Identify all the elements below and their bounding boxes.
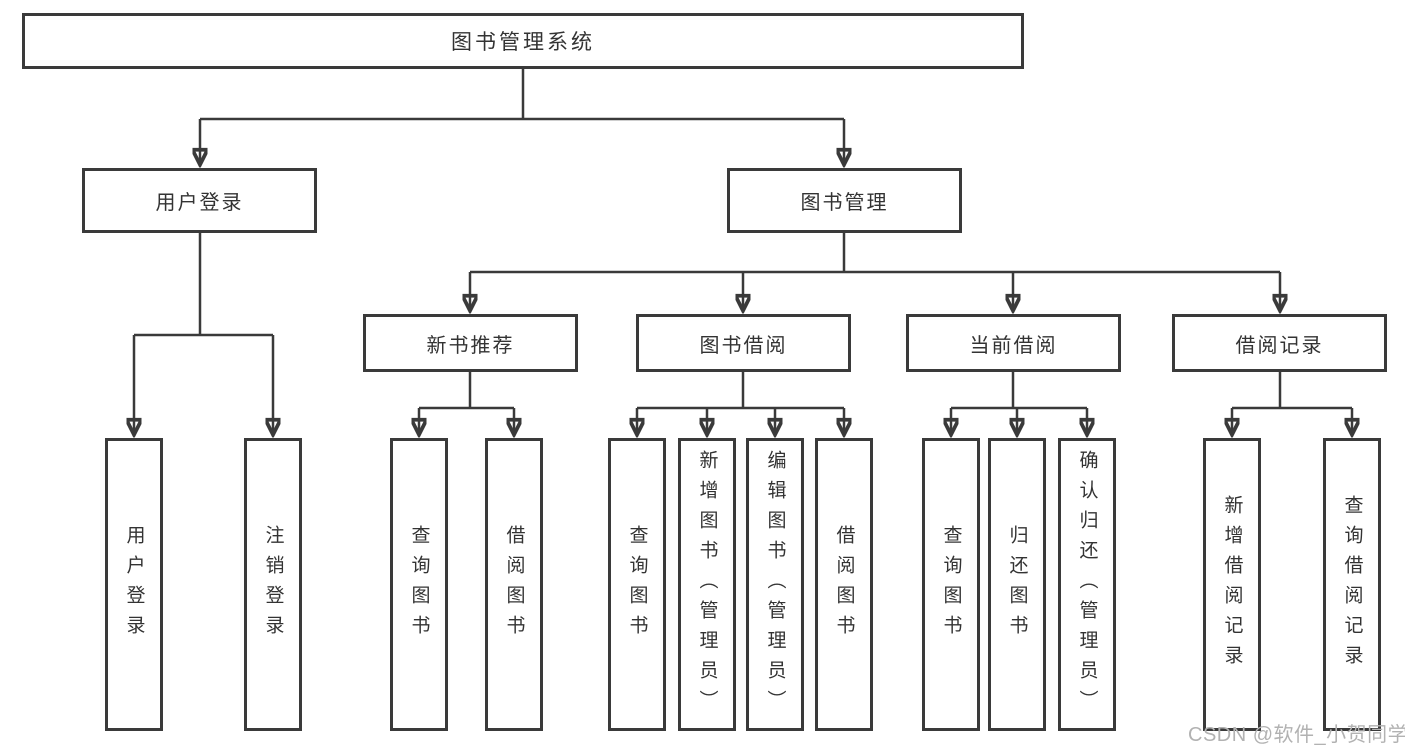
node-book-management: 图书管理 (727, 168, 962, 233)
node-user-login: 用户登录 (82, 168, 317, 233)
leaf-query-book-rec: 查询图书 (390, 438, 448, 731)
leaf-confirm-return-admin-label: 确认归还（管理员） (1076, 449, 1098, 720)
leaf-user-login-label: 用户登录 (123, 524, 145, 645)
leaf-edit-book-admin-label: 编辑图书（管理员） (764, 449, 786, 720)
leaf-add-book-admin-label: 新增图书（管理员） (696, 449, 718, 720)
node-book-management-label: 图书管理 (800, 192, 889, 214)
node-library-system: 图书管理系统 (22, 13, 1024, 69)
leaf-add-borrow-record: 新增借阅记录 (1203, 438, 1261, 731)
leaf-query-book-current-label: 查询图书 (940, 524, 962, 645)
leaf-query-book-rec-label: 查询图书 (408, 524, 430, 645)
leaf-return-book-label: 归还图书 (1006, 524, 1028, 645)
leaf-return-book: 归还图书 (988, 438, 1046, 731)
node-book-borrow: 图书借阅 (636, 314, 851, 372)
leaf-borrow-book-rec-label: 借阅图书 (503, 524, 525, 645)
csdn-watermark: CSDN @软件_小贺同学 (1188, 724, 1405, 746)
leaf-borrow-book: 借阅图书 (815, 438, 873, 731)
leaf-borrow-book-label: 借阅图书 (833, 524, 855, 645)
leaf-logout: 注销登录 (244, 438, 302, 731)
leaf-add-borrow-record-label: 新增借阅记录 (1221, 494, 1243, 675)
node-current-borrow-label: 当前借阅 (969, 334, 1058, 357)
leaf-logout-label: 注销登录 (262, 524, 284, 645)
leaf-query-borrow-record-label: 查询借阅记录 (1341, 494, 1363, 675)
node-user-login-label: 用户登录 (155, 192, 244, 214)
leaf-borrow-book-rec: 借阅图书 (485, 438, 543, 731)
node-new-book-recommend-label: 新书推荐 (426, 334, 515, 357)
node-library-system-label: 图书管理系统 (451, 31, 595, 54)
leaf-add-book-admin: 新增图书（管理员） (678, 438, 736, 731)
node-new-book-recommend: 新书推荐 (363, 314, 578, 372)
leaf-confirm-return-admin: 确认归还（管理员） (1058, 438, 1116, 731)
leaf-query-borrow-record: 查询借阅记录 (1323, 438, 1381, 731)
leaf-user-login: 用户登录 (105, 438, 163, 731)
leaf-query-book-current: 查询图书 (922, 438, 980, 731)
leaf-query-book-borrow: 查询图书 (608, 438, 666, 731)
leaf-edit-book-admin: 编辑图书（管理员） (746, 438, 804, 731)
node-borrow-record-label: 借阅记录 (1235, 334, 1324, 357)
node-current-borrow: 当前借阅 (906, 314, 1121, 372)
node-book-borrow-label: 图书借阅 (699, 334, 788, 357)
leaf-query-book-borrow-label: 查询图书 (626, 524, 648, 645)
node-borrow-record: 借阅记录 (1172, 314, 1387, 372)
